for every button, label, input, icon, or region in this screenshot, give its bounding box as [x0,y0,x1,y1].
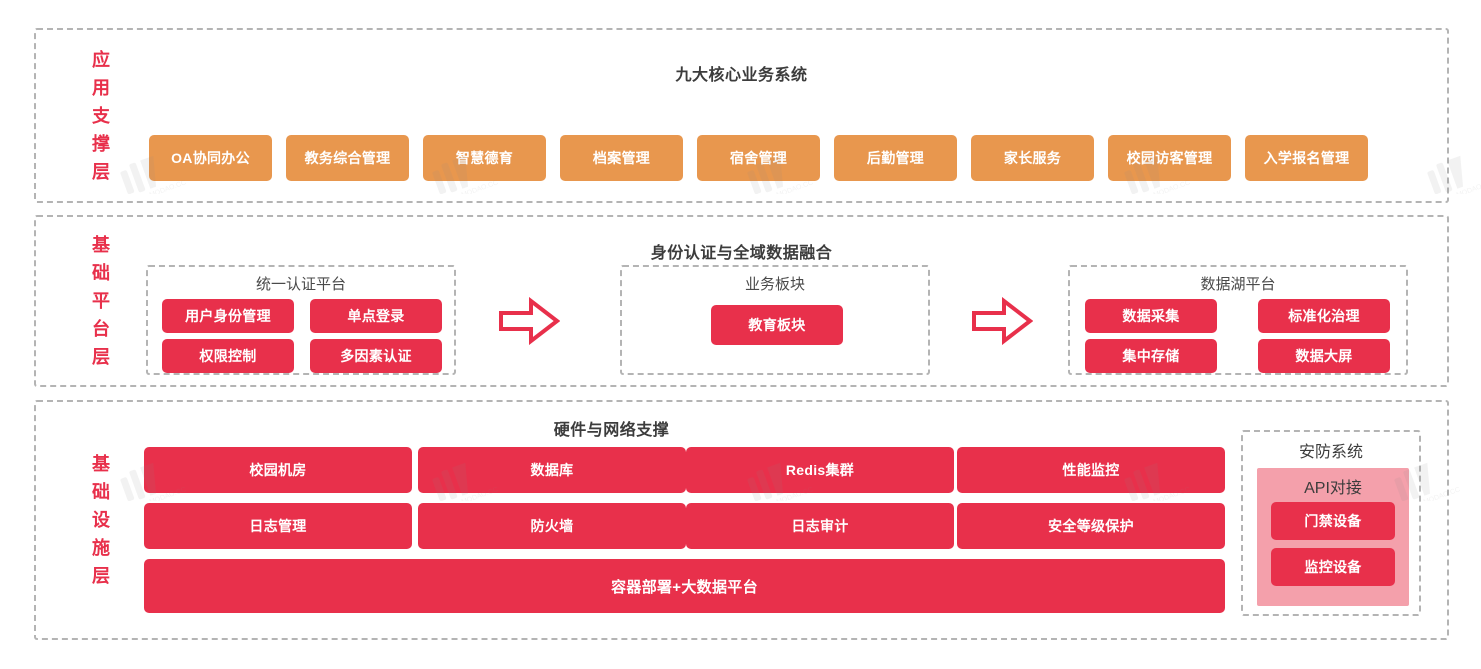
infra-item-redis-cluster[interactable]: Redis集群 [686,447,954,493]
business-system-academic[interactable]: 教务综合管理 [286,135,409,181]
layer-label-char: 基 [92,454,110,474]
data-lake-item-standardized-governance[interactable]: 标准化治理 [1258,299,1390,333]
business-system-enrollment[interactable]: 入学报名管理 [1245,135,1368,181]
layer-label-char: 用 [92,77,110,98]
layer-label-char: 施 [92,538,110,558]
infra-item-performance-monitoring[interactable]: 性能监控 [957,447,1225,493]
layer-infrastructure: 基 础 设 施 层 硬件与网络支撑 校园机房 数据库 Redis集群 性能监控 … [34,400,1449,640]
layer-label-base-platform: 基 础 平 台 层 [80,217,122,385]
business-system-oa[interactable]: OA协同办公 [149,135,272,181]
group-title-security-system: 安防系统 [1298,444,1363,461]
business-system-parent-service[interactable]: 家长服务 [971,135,1094,181]
api-integration-panel: API对接 门禁设备 监控设备 [1257,468,1409,606]
section-title-core-business-systems: 九大核心业务系统 [675,67,808,84]
layer-label-char: 层 [92,566,110,586]
auth-item-mfa[interactable]: 多因素认证 [310,339,442,373]
business-system-dormitory[interactable]: 宿舍管理 [697,135,820,181]
infra-item-log-management[interactable]: 日志管理 [144,503,412,549]
layer-label-char: 平 [92,291,110,311]
auth-item-user-identity[interactable]: 用户身份管理 [162,299,294,333]
infra-item-container-bigdata-platform[interactable]: 容器部署+大数据平台 [144,559,1225,613]
section-title-identity-data-fusion: 身份认证与全域数据融合 [650,245,833,262]
security-item-access-control-device[interactable]: 门禁设备 [1271,502,1395,540]
infra-item-security-level-protection[interactable]: 安全等级保护 [957,503,1225,549]
infra-item-firewall[interactable]: 防火墙 [418,503,686,549]
layer-label-char: 础 [92,263,110,283]
infra-item-database[interactable]: 数据库 [418,447,686,493]
layer-application-support: 应 用 支 撑 层 九大核心业务系统 OA协同办公 教务综合管理 智慧德育 档案… [34,28,1449,203]
security-item-surveillance-device[interactable]: 监控设备 [1271,548,1395,586]
group-unified-auth-platform: 统一认证平台 用户身份管理 单点登录 权限控制 多因素认证 [146,265,456,375]
business-system-moral-education[interactable]: 智慧德育 [423,135,546,181]
svg-text:MODAO.CC: MODAO.CC [1456,179,1481,194]
auth-item-permission-control[interactable]: 权限控制 [162,339,294,373]
business-system-archives[interactable]: 档案管理 [560,135,683,181]
data-lake-item-collection[interactable]: 数据采集 [1085,299,1217,333]
infra-item-campus-server-room[interactable]: 校园机房 [144,447,412,493]
group-business-module: 业务板块 教育板块 [620,265,930,375]
business-system-campus-visitor[interactable]: 校园访客管理 [1108,135,1231,181]
layer-label-char: 设 [92,510,110,530]
layer-label-char: 础 [92,482,110,502]
group-title-business-module: 业务板块 [744,276,805,293]
group-title-unified-auth-platform: 统一认证平台 [255,276,346,293]
layer-label-char: 撑 [92,133,110,154]
group-title-data-lake-platform: 数据湖平台 [1200,276,1276,293]
section-title-hardware-network-support: 硬件与网络支撑 [553,422,670,439]
layer-label-application-support: 应 用 支 撑 层 [80,30,122,201]
layer-label-char: 台 [92,319,110,339]
layer-label-char: 基 [92,235,110,255]
arrow-right-icon [971,296,1034,350]
api-integration-title: API对接 [1304,480,1362,497]
layer-label-char: 支 [92,105,110,126]
layer-label-char: 层 [92,161,110,182]
business-system-logistics[interactable]: 后勤管理 [834,135,957,181]
group-security-system: 安防系统 API对接 门禁设备 监控设备 [1241,430,1421,616]
arrow-right-icon [498,296,561,350]
layer-label-infrastructure: 基 础 设 施 层 [80,402,122,638]
layer-label-char: 应 [92,49,110,70]
data-lake-item-central-storage[interactable]: 集中存储 [1085,339,1217,373]
auth-item-sso[interactable]: 单点登录 [310,299,442,333]
layer-base-platform: 基 础 平 台 层 身份认证与全域数据融合 统一认证平台 用户身份管理 单点登录… [34,215,1449,387]
business-module-education[interactable]: 教育板块 [711,305,843,345]
data-lake-item-data-dashboard[interactable]: 数据大屏 [1258,339,1390,373]
group-data-lake-platform: 数据湖平台 数据采集 标准化治理 集中存储 数据大屏 [1068,265,1408,375]
layer-label-char: 层 [92,347,110,367]
infra-item-log-audit[interactable]: 日志审计 [686,503,954,549]
